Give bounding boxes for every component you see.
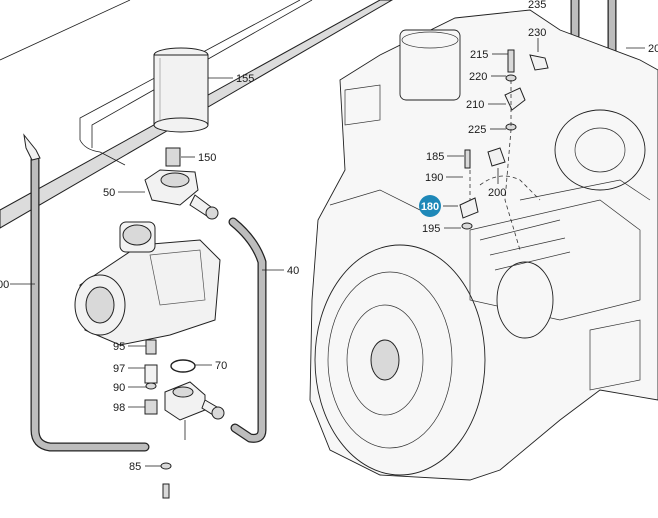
callout-215: 215 xyxy=(470,49,488,61)
callout-155: 155 xyxy=(236,73,254,85)
callout-225: 225 xyxy=(468,124,486,136)
highlight-badge[interactable] xyxy=(419,195,441,217)
callout-40: 40 xyxy=(287,265,299,277)
highlight-label: 180 xyxy=(421,201,439,213)
callout-90: 90 xyxy=(113,382,125,394)
callout-95: 95 xyxy=(113,341,125,353)
callout-00: 00 xyxy=(0,279,9,291)
filter-head xyxy=(144,147,219,220)
callout-97: 97 xyxy=(113,363,125,375)
engine-block xyxy=(309,9,658,481)
filter-cartridge xyxy=(153,47,209,133)
callout-20: 20 xyxy=(648,43,658,55)
callout-190: 190 xyxy=(425,172,443,184)
callout-195: 195 xyxy=(422,223,440,235)
fittings-column xyxy=(144,339,172,499)
callout-200: 200 xyxy=(488,187,506,199)
callout-230: 230 xyxy=(528,27,546,39)
valve-block xyxy=(164,359,225,440)
callout-220: 220 xyxy=(469,71,487,83)
callout-235: 235 xyxy=(528,0,546,11)
hydraulic-pump xyxy=(74,221,221,346)
leader-lines xyxy=(10,38,645,467)
callout-210: 210 xyxy=(466,99,484,111)
injector-parts xyxy=(459,49,549,251)
callout-85: 85 xyxy=(129,461,141,473)
callout-185: 185 xyxy=(426,151,444,163)
callout-labels: 155 150 50 40 00 95 70 97 90 98 85 235 2… xyxy=(0,0,658,473)
callout-50: 50 xyxy=(103,187,115,199)
callout-150: 150 xyxy=(198,152,216,164)
callout-98: 98 xyxy=(113,402,125,414)
callout-70: 70 xyxy=(215,360,227,372)
highlight-callout-180[interactable]: 180 xyxy=(419,195,441,217)
